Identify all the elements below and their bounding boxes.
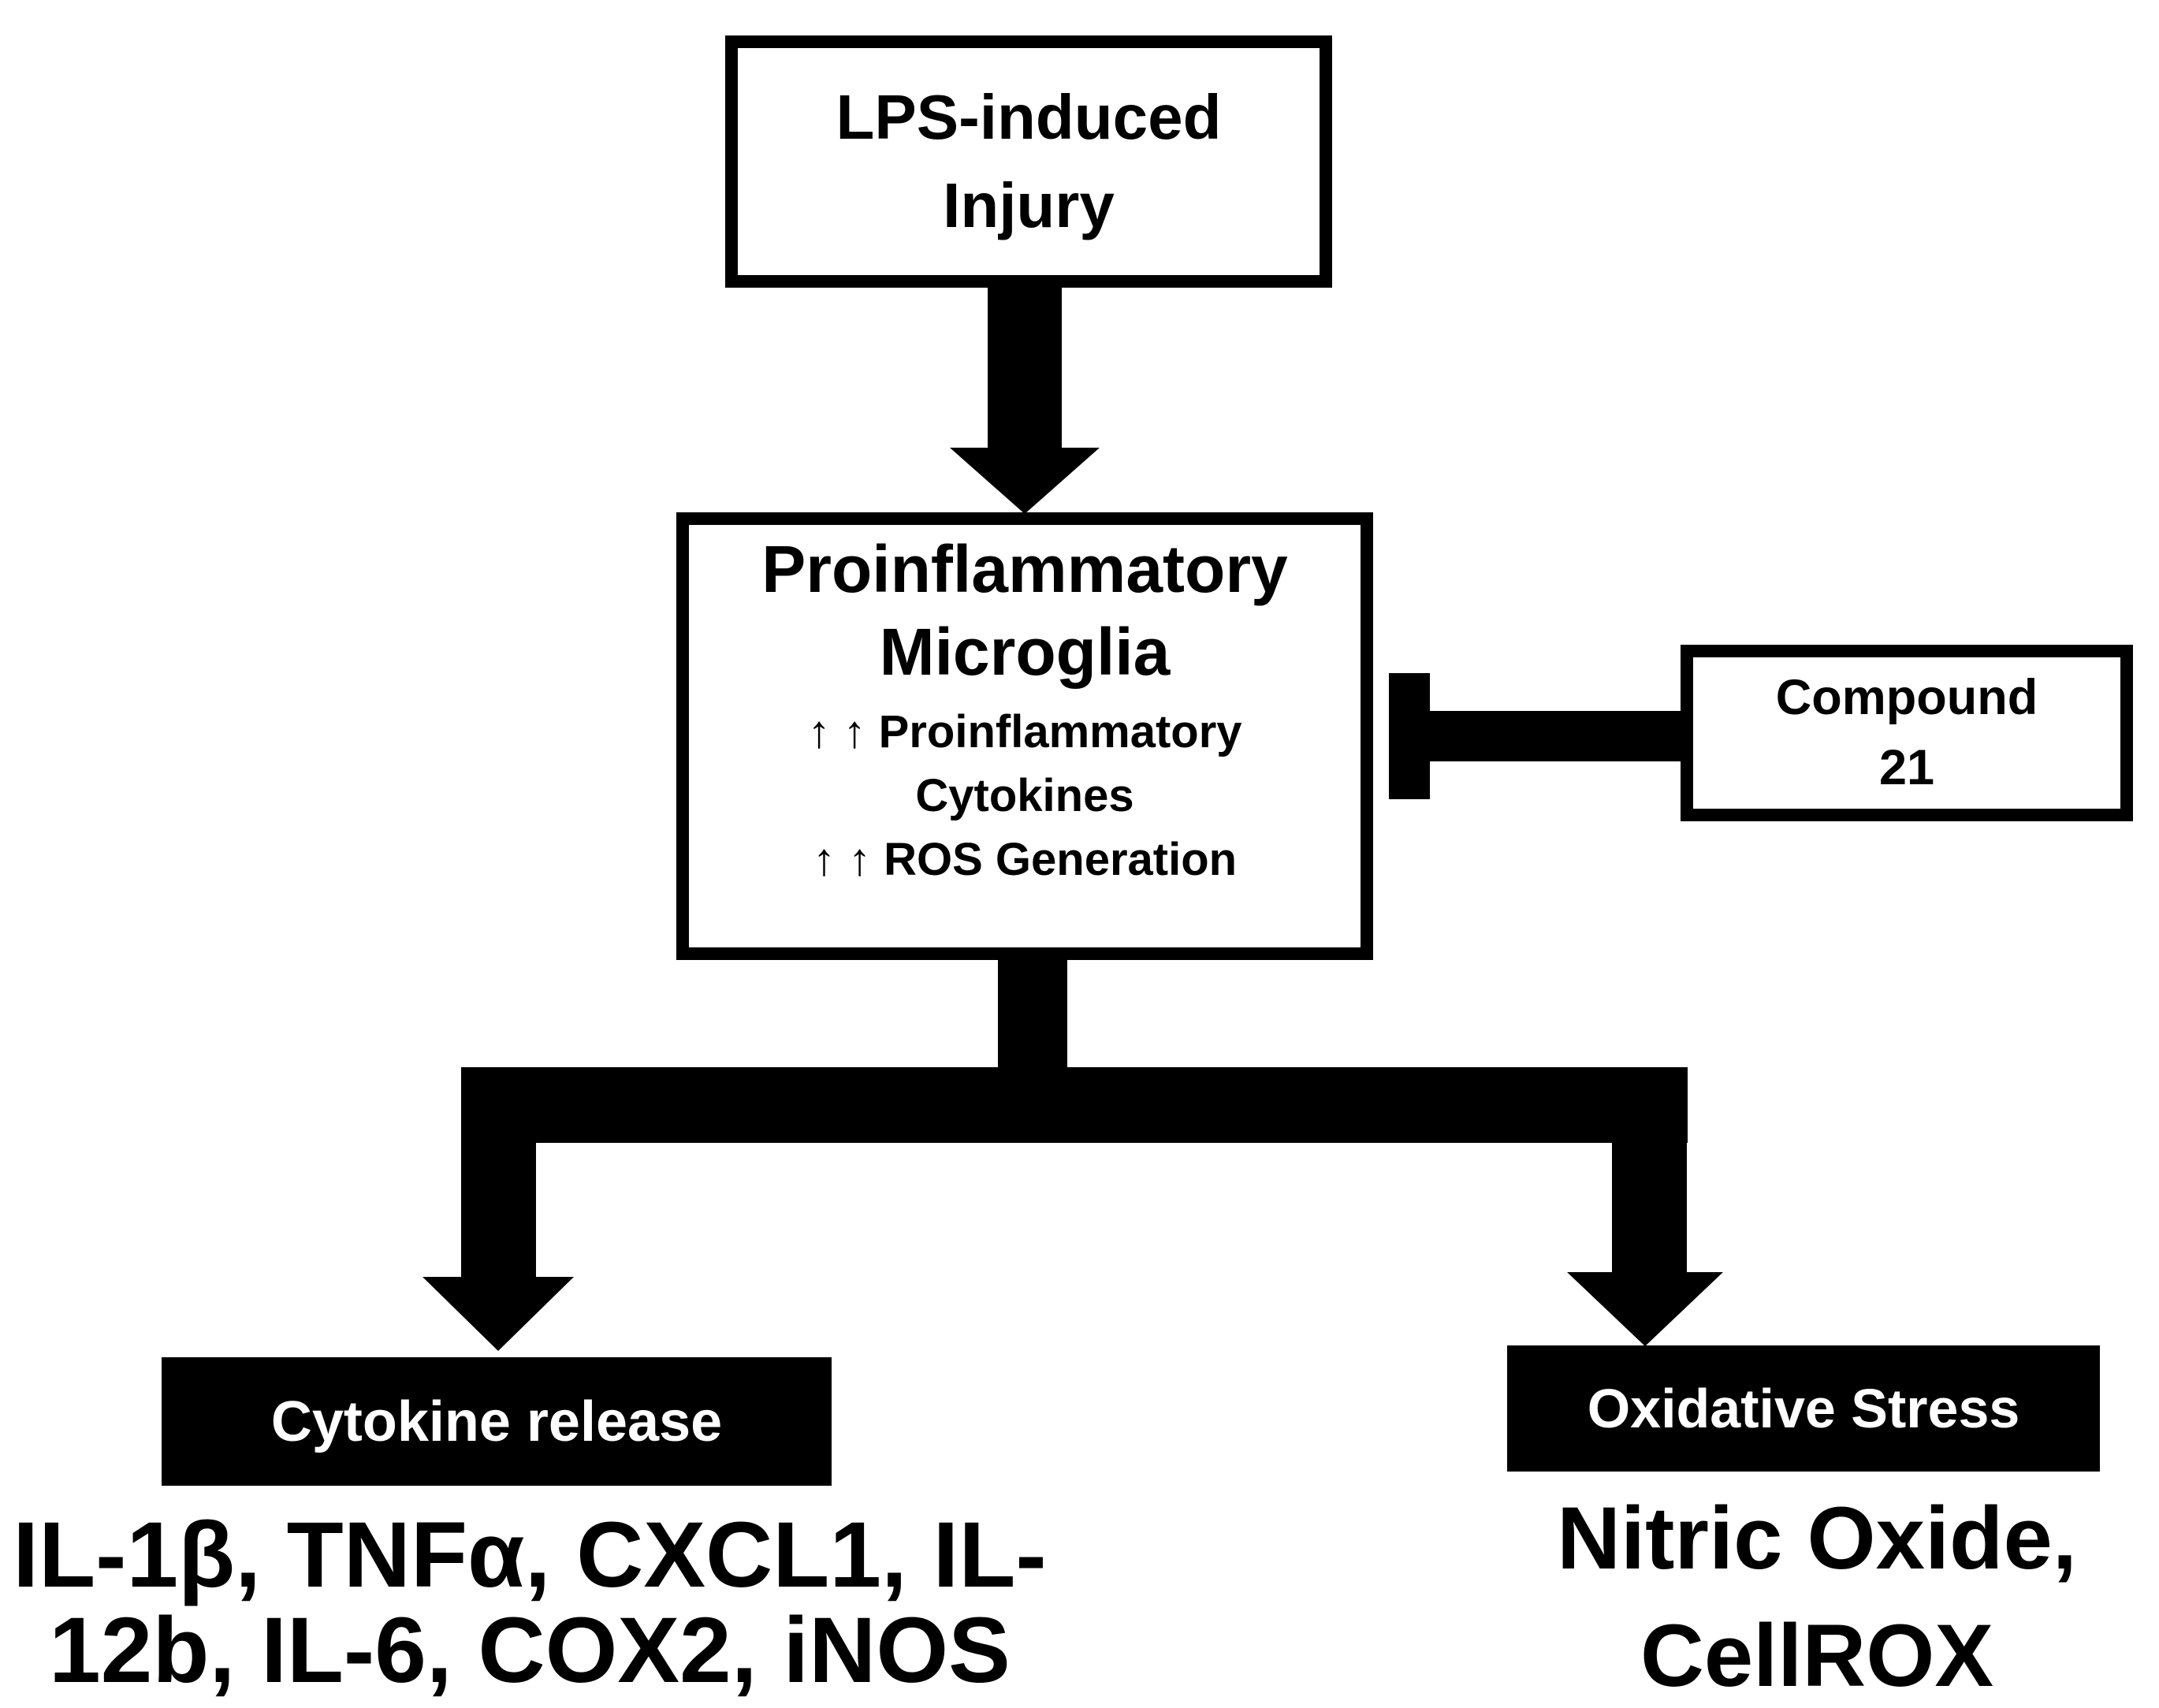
arrow-lps-to-microglia-stem [988, 284, 1062, 451]
microglia-title-line2: Microglia [879, 615, 1171, 689]
branch-right-line [1612, 1141, 1687, 1275]
branch-left-arrowhead-icon [422, 1277, 574, 1351]
microglia-cytokines-up-line2: Cytokines [915, 770, 1134, 821]
oxidative-list-line2: CellROX [1640, 1606, 1994, 1705]
inhibition-tbar-line [1428, 711, 1682, 761]
microglia-cytokines-up-line1: ↑ ↑ Proinflammatory [807, 706, 1242, 757]
compound-21-label-line2: 21 [1878, 740, 1935, 795]
lps-injury-label-line1: LPS-induced [836, 82, 1222, 152]
oxidative-list-text: Nitric Oxide, CellROX [1525, 1479, 2109, 1708]
cytokine-list-line2: 12b, IL-6, COX2, iNOS [49, 1598, 1011, 1702]
compound-21-box: Compound 21 [1681, 645, 2133, 821]
microglia-ros-up-line: ↑ ↑ ROS Generation [812, 834, 1238, 885]
branch-horizontal-bar [461, 1067, 1688, 1143]
lps-injury-label-line2: Injury [943, 170, 1115, 240]
cytokine-list-text: IL-1β, TNFα, CXCL1, IL- 12b, IL-6, COX2,… [9, 1508, 1050, 1699]
cytokine-release-label: Cytokine release [270, 1390, 723, 1453]
cytokine-release-box: Cytokine release [162, 1357, 832, 1486]
lps-injury-box: LPS-induced Injury [725, 35, 1332, 288]
proinflammatory-microglia-box: Proinflammatory Microglia ↑ ↑ Proinflamm… [676, 512, 1373, 960]
branch-stem [998, 957, 1067, 1069]
arrow-lps-to-microglia-arrowhead-icon [950, 448, 1100, 514]
inhibition-tbar-cap [1389, 673, 1430, 799]
oxidative-list-line1: Nitric Oxide, [1557, 1489, 2077, 1587]
oxidative-stress-box: Oxidative Stress [1507, 1345, 2100, 1472]
compound-21-label-line1: Compound [1775, 670, 2038, 725]
oxidative-stress-label: Oxidative Stress [1587, 1378, 2020, 1439]
cytokine-list-line1: IL-1β, TNFα, CXCL1, IL- [13, 1503, 1047, 1607]
branch-left-line [461, 1141, 536, 1280]
microglia-title-line1: Proinflammatory [761, 532, 1288, 606]
branch-right-arrowhead-icon [1567, 1272, 1723, 1346]
